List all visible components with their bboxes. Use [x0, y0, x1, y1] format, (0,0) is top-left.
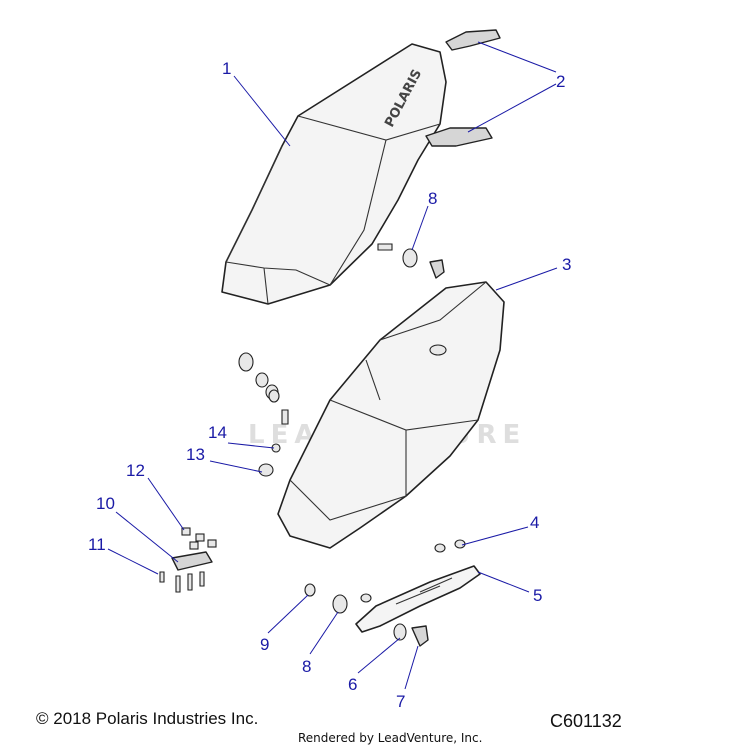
- callout-8-lower: 8: [302, 657, 311, 676]
- storage-tub-part: [277, 281, 505, 549]
- callout-2: 2: [556, 72, 565, 91]
- rear-bracket-part: [355, 565, 481, 633]
- drawing-code: C601132: [550, 711, 622, 731]
- callout-5: 5: [533, 586, 542, 605]
- hardware-pieces: [159, 243, 466, 647]
- callout-1: 1: [222, 59, 231, 78]
- rendered-by-text: Rendered by LeadVenture, Inc.: [298, 731, 483, 745]
- callout-7: 7: [396, 692, 405, 711]
- callout-9: 9: [260, 635, 269, 654]
- callout-12: 12: [126, 461, 145, 480]
- leader-lines: [107, 41, 558, 690]
- seat-latch-lower: [425, 127, 493, 147]
- callout-14: 14: [208, 423, 227, 442]
- callout-6: 6: [348, 675, 357, 694]
- callout-8-upper: 8: [428, 189, 437, 208]
- callout-3: 3: [562, 255, 571, 274]
- copyright-text: © 2018 Polaris Industries Inc.: [36, 709, 259, 728]
- callout-13: 13: [186, 445, 205, 464]
- seat-latch-upper: [445, 29, 501, 51]
- callout-11: 11: [88, 535, 106, 554]
- callout-4: 4: [530, 513, 539, 532]
- callout-10: 10: [96, 494, 115, 513]
- seat-part: POLARIS: [221, 43, 447, 305]
